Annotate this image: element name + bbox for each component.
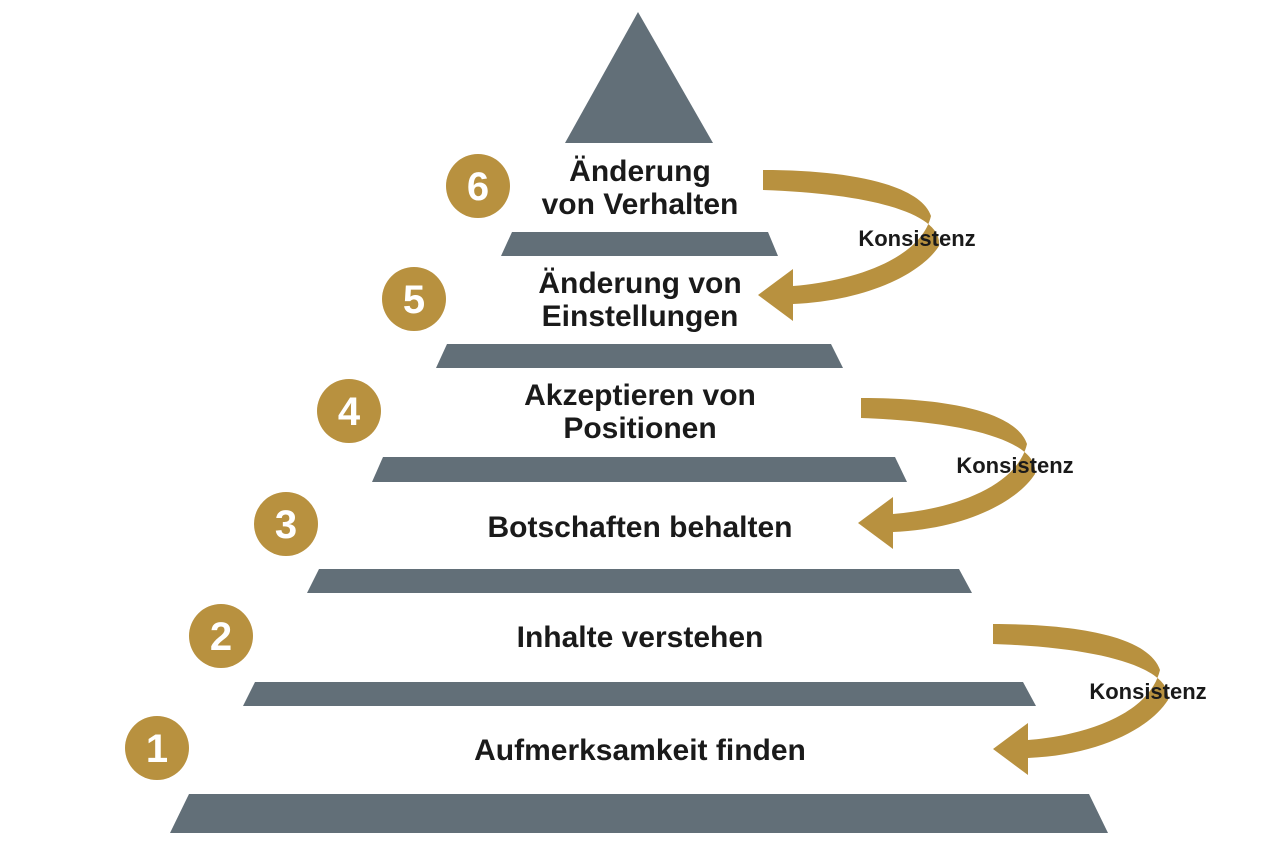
level-badge-5	[382, 267, 446, 331]
level-number-4: 4	[338, 390, 361, 434]
level-label-6-line-2: von Verhalten	[542, 188, 739, 221]
level-number-2: 2	[210, 615, 232, 659]
pyramid-bar-2	[243, 682, 1036, 706]
level-badge-4	[317, 379, 381, 443]
level-number-1: 1	[146, 727, 168, 771]
level-badge-6	[446, 154, 510, 218]
pyramid-bar-1	[170, 794, 1108, 833]
consistency-arrow-1	[993, 624, 1169, 775]
level-badge-1	[125, 716, 189, 780]
consistency-label-1: Konsistenz	[1089, 679, 1206, 704]
level-label-1: Aufmerksamkeit finden	[474, 734, 806, 767]
pyramid-bar-6	[501, 232, 778, 256]
pyramid-bar-3	[307, 569, 972, 593]
consistency-label-2: Konsistenz	[956, 453, 1073, 478]
consistency-label-3: Konsistenz	[858, 226, 975, 251]
consistency-arrow-2	[858, 398, 1036, 549]
pyramid-bar-4	[372, 457, 907, 482]
level-badge-3	[254, 492, 318, 556]
level-label-4-line-1: Akzeptieren von	[524, 379, 756, 412]
level-label-4-line-2: Positionen	[563, 412, 716, 445]
level-label-3: Botschaften behalten	[487, 511, 792, 544]
level-label-6-line-1: Änderung	[569, 155, 711, 188]
level-number-6: 6	[467, 165, 489, 209]
pyramid-bar-5	[436, 344, 843, 368]
consistency-arrow-3	[758, 170, 940, 321]
level-number-5: 5	[403, 278, 425, 322]
pyramid-apex	[565, 12, 713, 143]
level-label-5-line-1: Änderung von	[538, 267, 741, 300]
level-label-5-line-2: Einstellungen	[542, 300, 739, 333]
level-badge-2	[189, 604, 253, 668]
level-number-3: 3	[275, 503, 297, 547]
level-label-2: Inhalte verstehen	[517, 621, 764, 654]
